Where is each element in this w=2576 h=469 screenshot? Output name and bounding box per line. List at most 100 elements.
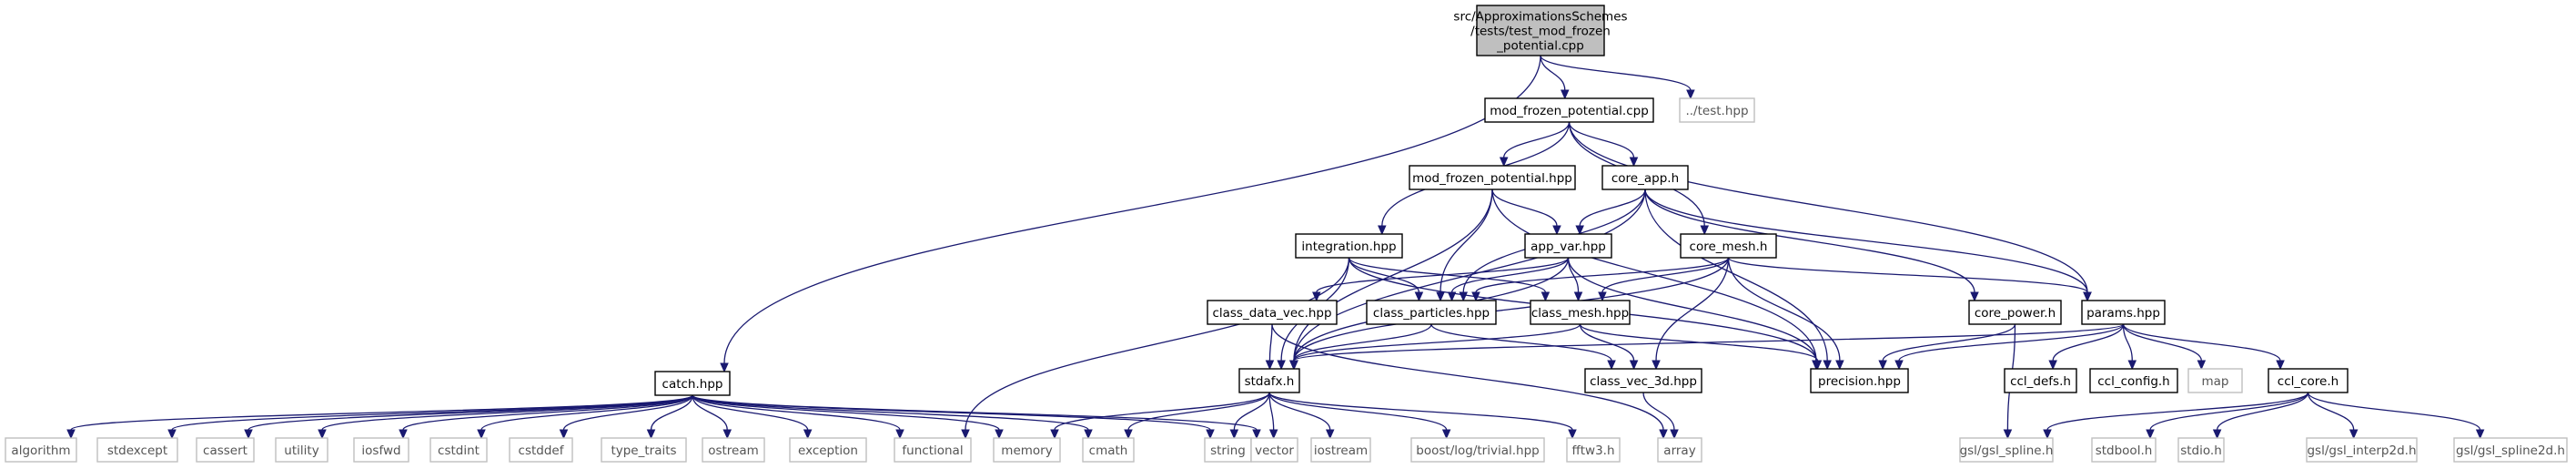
node-box (2268, 368, 2349, 393)
node-label: ../test.hpp (1685, 104, 1748, 118)
node-label: mod_frozen_potential.hpp (1412, 171, 1572, 186)
node-mod-cpp[interactable]: mod_frozen_potential.cpp (1484, 97, 1654, 123)
edge-arrowhead (399, 429, 408, 440)
edge-line (965, 257, 1350, 431)
edge-line (1268, 323, 1273, 362)
node-exception[interactable]: exception (789, 437, 867, 463)
node-vector[interactable]: vector (1250, 437, 1298, 463)
edge-arrowhead (1575, 225, 1584, 236)
node-gsl-spline[interactable]: gsl/gsl_spline.h (1959, 437, 2054, 463)
node-ccl-core[interactable]: ccl_core.h (2268, 368, 2349, 393)
node-iosfwd[interactable]: iosfwd (353, 437, 409, 463)
node-box (2089, 368, 2178, 393)
node-mod-hpp[interactable]: mod_frozen_potential.hpp (1409, 165, 1576, 190)
edge-arrowhead (2083, 291, 2092, 302)
node-cmath[interactable]: cmath (1082, 437, 1135, 463)
edge-arrowhead (1568, 429, 1577, 440)
edge-class_data_vec-to-stdafx (1265, 323, 1275, 371)
node-stdafx[interactable]: stdafx.h (1238, 368, 1300, 393)
node-integration[interactable]: integration.hpp (1295, 233, 1403, 259)
node-core-mesh[interactable]: core_mesh.h (1680, 233, 1777, 259)
node-memory[interactable]: memory (993, 437, 1061, 463)
node-box (1082, 437, 1135, 463)
node-core-power[interactable]: core_power.h (1968, 300, 2062, 325)
edge-arrowhead (318, 429, 327, 440)
node-functional[interactable]: functional (894, 437, 972, 463)
node-app-var[interactable]: app_var.hpp (1524, 233, 1612, 259)
node-label: stdio.h (2180, 444, 2222, 458)
node-cstddef[interactable]: cstddef (509, 437, 573, 463)
node-box (2004, 368, 2077, 393)
node-label: exception (798, 444, 858, 458)
node-core-app[interactable]: core_app.h (1601, 165, 1689, 190)
edge-arrowhead (1499, 157, 1509, 168)
edge-arrowhead (1252, 429, 1261, 440)
edge-arrowhead (1813, 360, 1823, 371)
edge-catch-to-cstddef (559, 394, 693, 440)
node-label: gsl/gsl_interp2d.h (2307, 444, 2416, 458)
node-gsl-interp2d[interactable]: gsl/gsl_interp2d.h (2306, 437, 2418, 463)
edge-arrowhead (1652, 360, 1661, 371)
node-stdbool[interactable]: stdbool.h (2091, 437, 2157, 463)
node-test-hpp[interactable]: ../test.hpp (1679, 97, 1755, 123)
edge-line (1568, 121, 2088, 293)
edge-stdafx-to-iostream (1268, 392, 1335, 440)
node-class-data-vec[interactable]: class_data_vec.hpp (1207, 300, 1338, 325)
edge-core_app-to-app_var (1575, 189, 1646, 236)
edge-line (1293, 323, 1581, 362)
node-params[interactable]: params.hpp (2081, 300, 2166, 325)
edge-line (1644, 189, 2088, 293)
node-stdio[interactable]: stdio.h (2177, 437, 2225, 463)
edge-class_mesh-to-precision (1579, 323, 1823, 371)
edge-params-to-precision (1894, 323, 2125, 371)
edge-line (247, 394, 693, 431)
edge-arrowhead (1835, 360, 1844, 371)
edge-stdafx-to-vector (1268, 392, 1278, 440)
node-box (2091, 437, 2157, 463)
node-label: class_mesh.hpp (1531, 306, 1629, 321)
node-box (2081, 300, 2166, 325)
edge-line (1601, 257, 1730, 293)
node-cassert[interactable]: cassert (196, 437, 255, 463)
node-root[interactable]: src/ApproximationsSchemes/tests/test_mod… (1453, 5, 1628, 56)
node-class-vec-3d[interactable]: class_vec_3d.hpp (1584, 368, 1702, 393)
node-utility[interactable]: utility (275, 437, 328, 463)
node-class-mesh[interactable]: class_mesh.hpp (1530, 300, 1631, 325)
edge-arrowhead (1441, 429, 1451, 440)
node-stdexcept[interactable]: stdexcept (96, 437, 178, 463)
edge-arrowhead (1124, 429, 1133, 440)
edge-line (692, 394, 901, 431)
node-ccl-config[interactable]: ccl_config.h (2089, 368, 2178, 393)
node-box (1524, 233, 1612, 259)
node-precision[interactable]: precision.hpp (1810, 368, 1909, 393)
edge-line (1655, 257, 1730, 362)
node-box (275, 437, 328, 463)
node-box (601, 437, 687, 463)
edge-arrowhead (2003, 429, 2013, 440)
node-ostream[interactable]: ostream (702, 437, 765, 463)
edge-arrowhead (1325, 429, 1335, 440)
node-type-traits[interactable]: type_traits (601, 437, 687, 463)
node-boost-log[interactable]: boost/log/trivial.hpp (1410, 437, 1545, 463)
node-gsl-spline2d[interactable]: gsl/gsl_spline2d.h (2453, 437, 2568, 463)
node-catch[interactable]: catch.hpp (654, 371, 731, 396)
node-fftw3[interactable]: fftw3.h (1566, 437, 1621, 463)
node-algorithm[interactable]: algorithm (5, 437, 77, 463)
edge-arrowhead (1629, 157, 1639, 168)
node-map[interactable]: map (2187, 368, 2243, 393)
edge-line (1540, 55, 1566, 91)
node-string[interactable]: string (1204, 437, 1252, 463)
node-label: array (1663, 444, 1695, 458)
node-class-particles[interactable]: class_particles.hpp (1366, 300, 1497, 325)
edge-catch-to-string (692, 394, 1215, 440)
edge-catch-to-functional (692, 394, 904, 440)
edge-arrowhead (961, 429, 970, 440)
node-iostream[interactable]: iostream (1310, 437, 1371, 463)
node-cstdint[interactable]: cstdint (429, 437, 488, 463)
node-ccl-defs[interactable]: ccl_defs.h (2004, 368, 2077, 393)
node-array[interactable]: array (1657, 437, 1702, 463)
edge-line (1293, 323, 2125, 362)
edge-line (1268, 392, 1275, 431)
node-label: vector (1255, 444, 1294, 458)
edge-arrowhead (244, 429, 253, 440)
